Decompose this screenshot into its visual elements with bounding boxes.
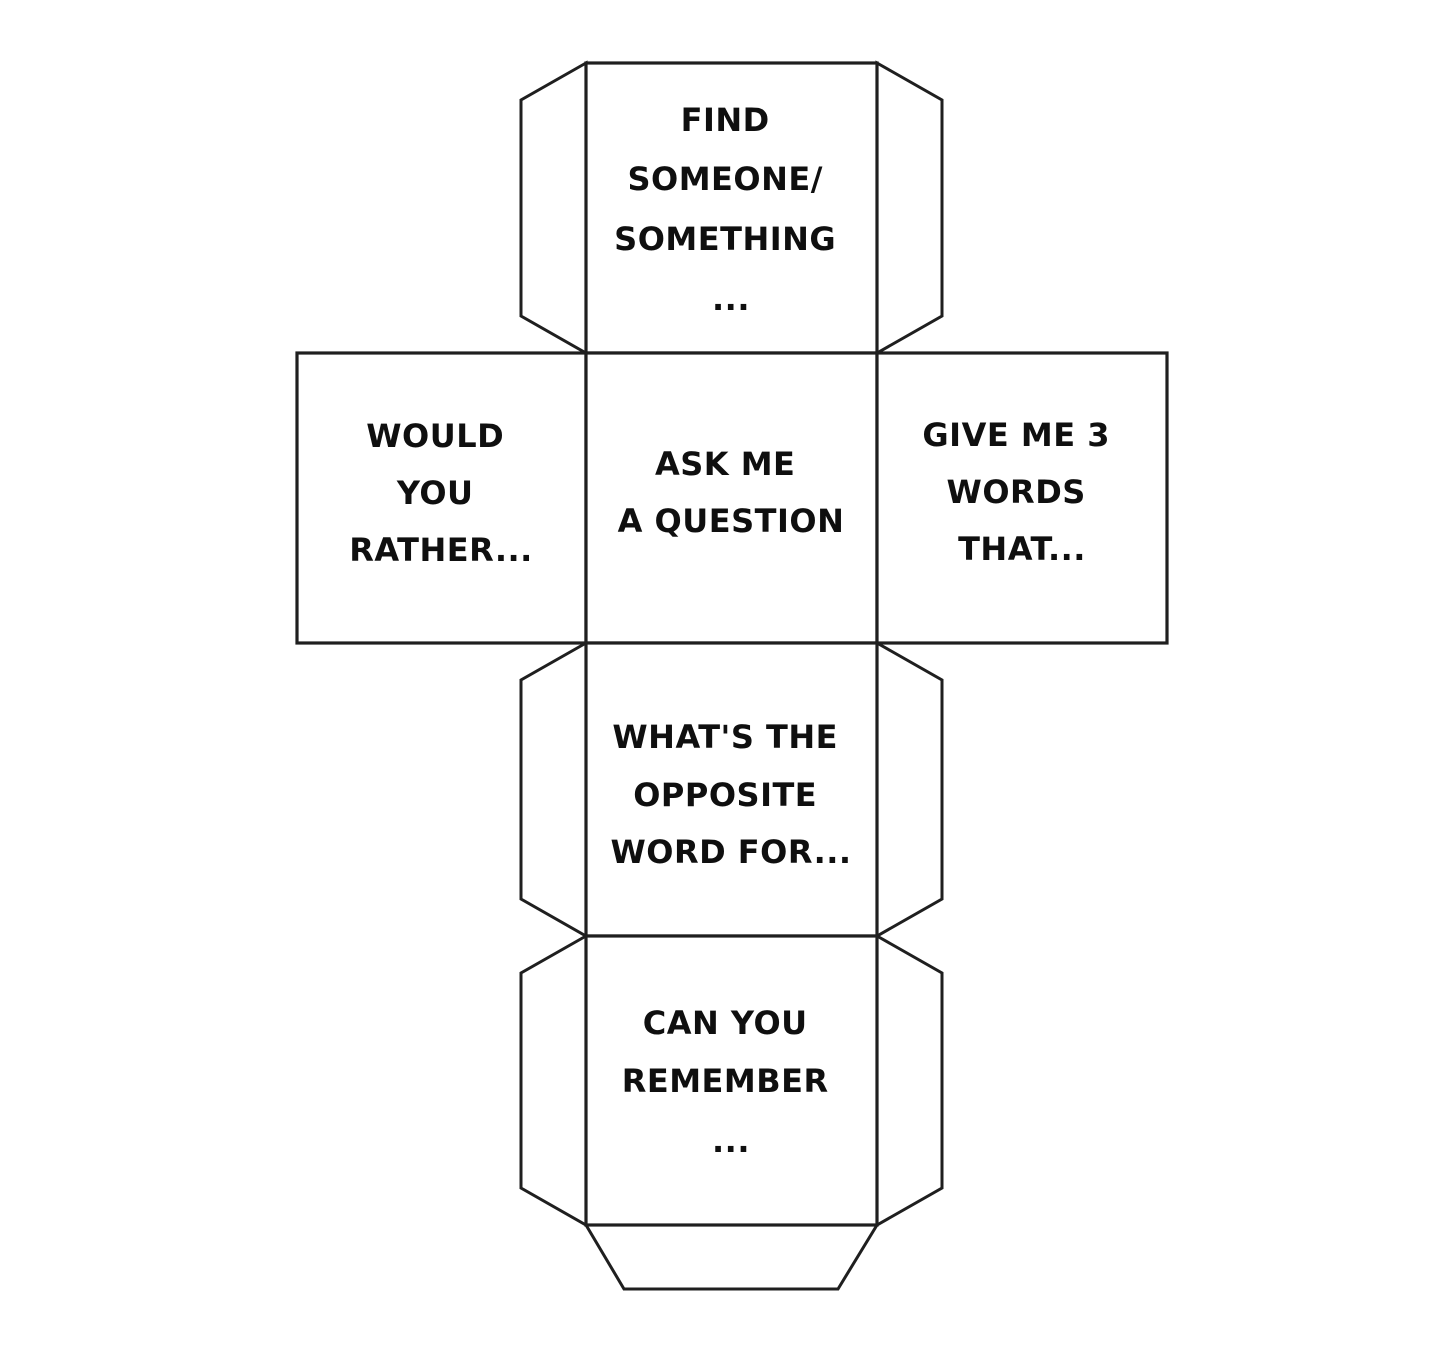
label-can-you-remember: CAN YOU REMEMBER ... bbox=[622, 1004, 841, 1160]
face-labels: FIND SOMEONE/ SOMETHING ... WOULD YOU RA… bbox=[349, 101, 1121, 1160]
face-whats-the-opposite-word-for bbox=[584, 641, 879, 938]
glue-tab-bottom-left bbox=[519, 933, 588, 1228]
cube-faces bbox=[295, 61, 1169, 1227]
face-can-you-remember bbox=[584, 934, 879, 1227]
label-ask-me-a-question: ASK ME A QUESTION bbox=[618, 445, 845, 540]
face-would-you-rather bbox=[295, 351, 588, 645]
glue-tab-lower-left bbox=[519, 640, 588, 939]
label-give-me-3-words-that: GIVE ME 3 WORDS THAT... bbox=[922, 416, 1121, 568]
glue-tab-top-right bbox=[875, 60, 944, 356]
glue-tab-top-left bbox=[519, 60, 588, 356]
glue-tab-bottom-flap bbox=[583, 1223, 880, 1291]
face-give-me-3-words-that bbox=[875, 351, 1169, 645]
label-whats-the-opposite-word-for: WHAT'S THE OPPOSITE WORD FOR... bbox=[610, 718, 851, 871]
glue-tab-bottom-right bbox=[875, 933, 944, 1228]
glue-tab-lower-right bbox=[875, 640, 944, 939]
label-would-you-rather: WOULD YOU RATHER... bbox=[349, 417, 533, 569]
label-find-someone-something: FIND SOMEONE/ SOMETHING ... bbox=[614, 101, 848, 318]
face-ask-me-a-question bbox=[584, 351, 879, 645]
